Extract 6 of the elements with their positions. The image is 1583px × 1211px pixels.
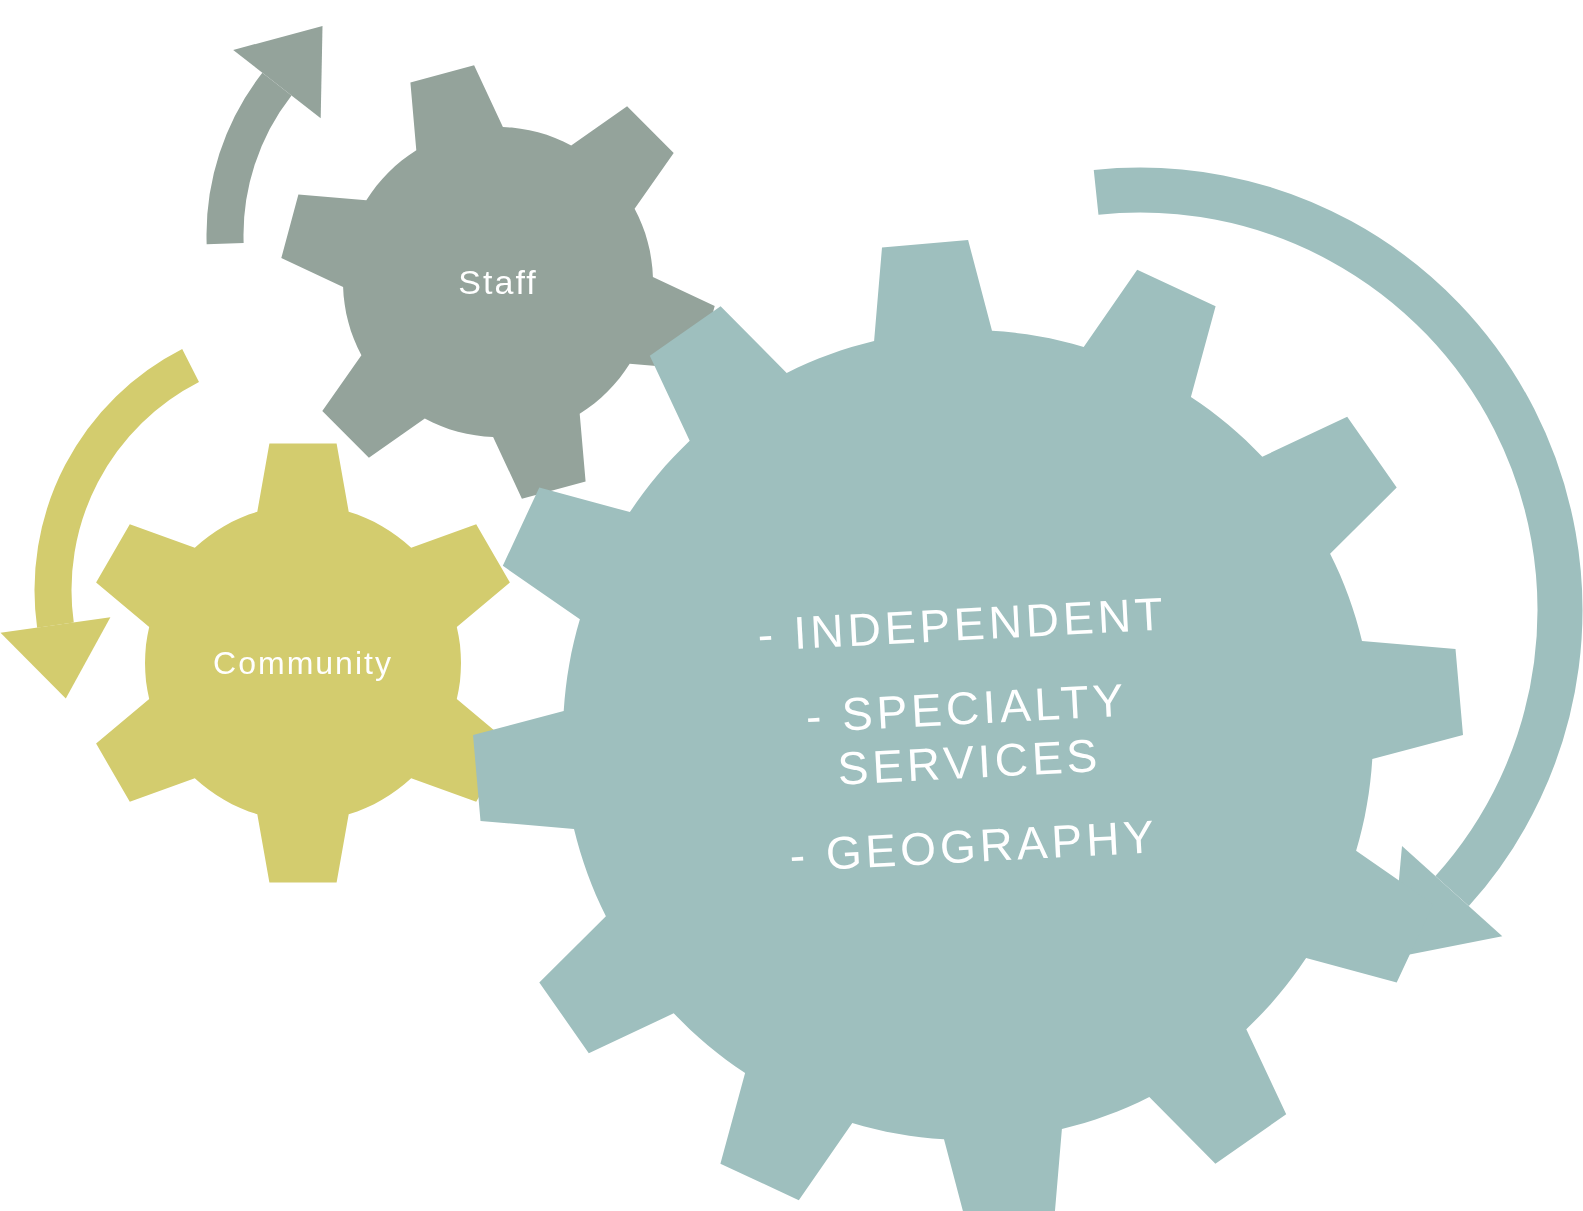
gear-label: Community bbox=[213, 644, 393, 682]
gear-label: Staff bbox=[458, 262, 538, 302]
gear bbox=[280, 64, 716, 500]
gear-label: - SPECIALTY SERVICES bbox=[803, 672, 1130, 797]
gear-label: - GEOGRAPHY bbox=[788, 809, 1160, 883]
gear-label: - INDEPENDENT bbox=[756, 586, 1169, 662]
